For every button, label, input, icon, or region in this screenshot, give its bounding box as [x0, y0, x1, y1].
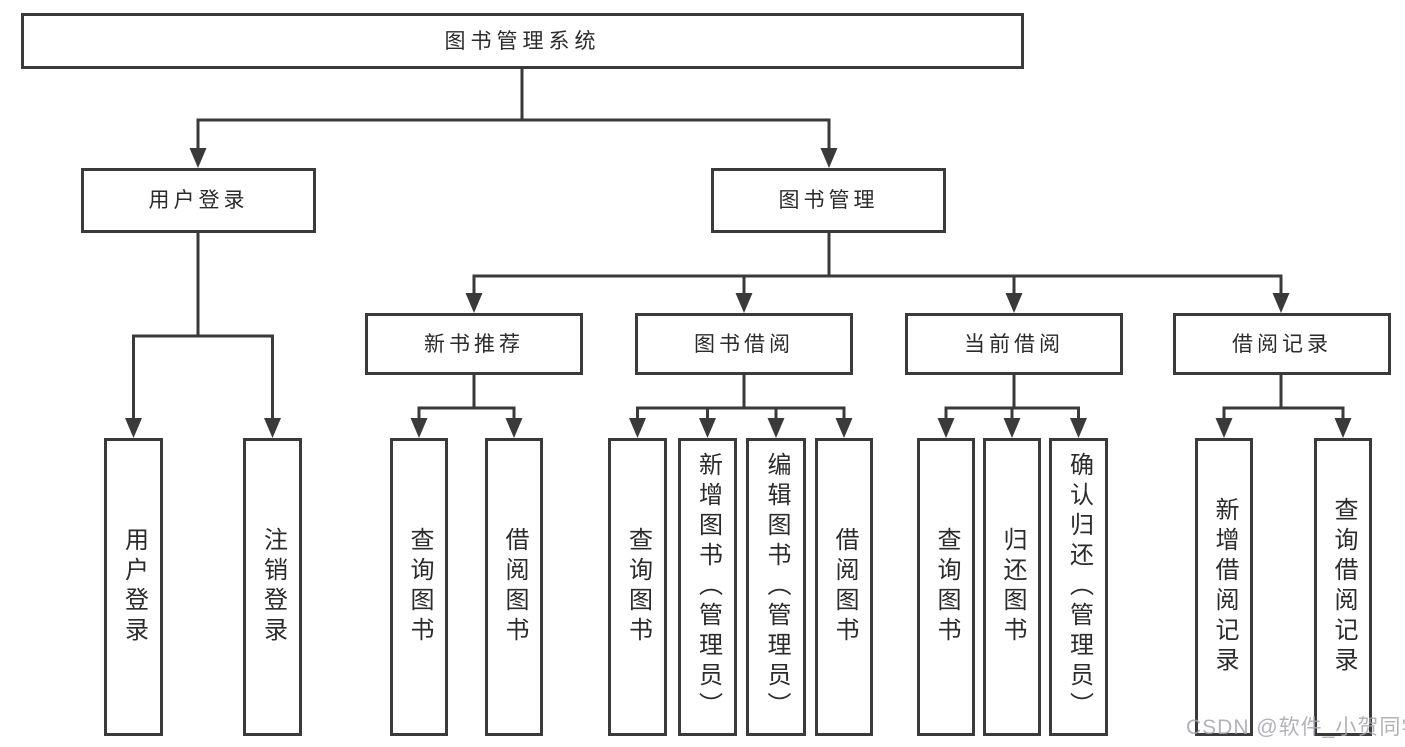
- arrowhead-down-icon: [505, 418, 523, 438]
- leaf-label: 查询图书: [624, 527, 652, 647]
- leaf-label: 借阅图书: [501, 527, 528, 647]
- arrowhead-down-icon: [264, 418, 281, 438]
- arrowhead-down-icon: [1070, 418, 1087, 438]
- leaf-bb-edit-book-admin: 编辑图书（管理员）: [746, 438, 806, 736]
- node-book-borrowing: 图书借阅: [635, 313, 853, 375]
- leaf-bb-query-book: 查询图书: [608, 438, 667, 736]
- leaf-label: 归还图书: [999, 527, 1026, 647]
- node-label: 用户登录: [148, 189, 249, 212]
- leaf-label: 查询借阅记录: [1330, 497, 1357, 677]
- arrowhead-down-icon: [629, 418, 646, 438]
- arrowhead-down-icon: [735, 293, 753, 313]
- leaf-label: 注销登录: [259, 527, 287, 647]
- leaf-label: 用户登录: [120, 527, 148, 647]
- arrowhead-down-icon: [189, 148, 207, 168]
- leaf-cb-query-book: 查询图书: [917, 438, 975, 736]
- leaf-label: 查询图书: [933, 527, 960, 647]
- node-label: 图书借阅: [694, 332, 794, 356]
- leaf-label: 查询图书: [406, 527, 433, 647]
- node-label: 借阅记录: [1232, 332, 1332, 356]
- arrowhead-down-icon: [125, 418, 142, 438]
- arrowhead-down-icon: [937, 418, 955, 438]
- node-current-borrowing: 当前借阅: [905, 313, 1123, 375]
- leaf-nb-query-book: 查询图书: [390, 438, 448, 736]
- arrowhead-down-icon: [699, 418, 716, 438]
- arrowhead-down-icon: [1272, 293, 1290, 313]
- node-label: 图书管理系统: [444, 29, 601, 53]
- leaf-label: 新增图书（管理员）: [694, 452, 722, 722]
- leaf-cb-confirm-return-admin: 确认归还（管理员）: [1049, 438, 1108, 736]
- arrowhead-down-icon: [820, 148, 838, 168]
- node-user-login: 用户登录: [81, 168, 316, 233]
- leaf-label: 确认归还（管理员）: [1065, 452, 1093, 722]
- leaf-user-login: 用户登录: [104, 438, 163, 736]
- leaf-label: 编辑图书（管理员）: [763, 452, 790, 722]
- node-label: 当前借阅: [964, 332, 1064, 356]
- leaf-nb-borrow-book: 借阅图书: [485, 438, 543, 736]
- leaf-logout: 注销登录: [243, 438, 302, 736]
- arrowhead-down-icon: [1005, 293, 1023, 313]
- leaf-label: 借阅图书: [831, 527, 858, 647]
- arrowhead-down-icon: [835, 418, 853, 438]
- leaf-label: 新增借阅记录: [1211, 497, 1238, 677]
- arrowhead-down-icon: [1215, 418, 1233, 438]
- node-library-system: 图书管理系统: [21, 13, 1024, 69]
- arrowhead-down-icon: [767, 418, 785, 438]
- arrowhead-down-icon: [1003, 418, 1021, 438]
- arrowhead-down-icon: [1334, 418, 1352, 438]
- node-label: 图书管理: [778, 189, 879, 212]
- leaf-br-add-record: 新增借阅记录: [1195, 438, 1253, 736]
- leaf-bb-borrow-book: 借阅图书: [815, 438, 873, 736]
- leaf-cb-return-book: 归还图书: [983, 438, 1041, 736]
- arrowhead-down-icon: [410, 418, 428, 438]
- node-new-book-recommend: 新书推荐: [365, 313, 583, 375]
- node-label: 新书推荐: [424, 332, 524, 356]
- leaf-br-query-record: 查询借阅记录: [1314, 438, 1372, 736]
- node-borrow-records: 借阅记录: [1173, 313, 1391, 375]
- arrowhead-down-icon: [465, 293, 483, 313]
- node-book-management: 图书管理: [711, 168, 946, 233]
- leaf-bb-add-book-admin: 新增图书（管理员）: [678, 438, 737, 736]
